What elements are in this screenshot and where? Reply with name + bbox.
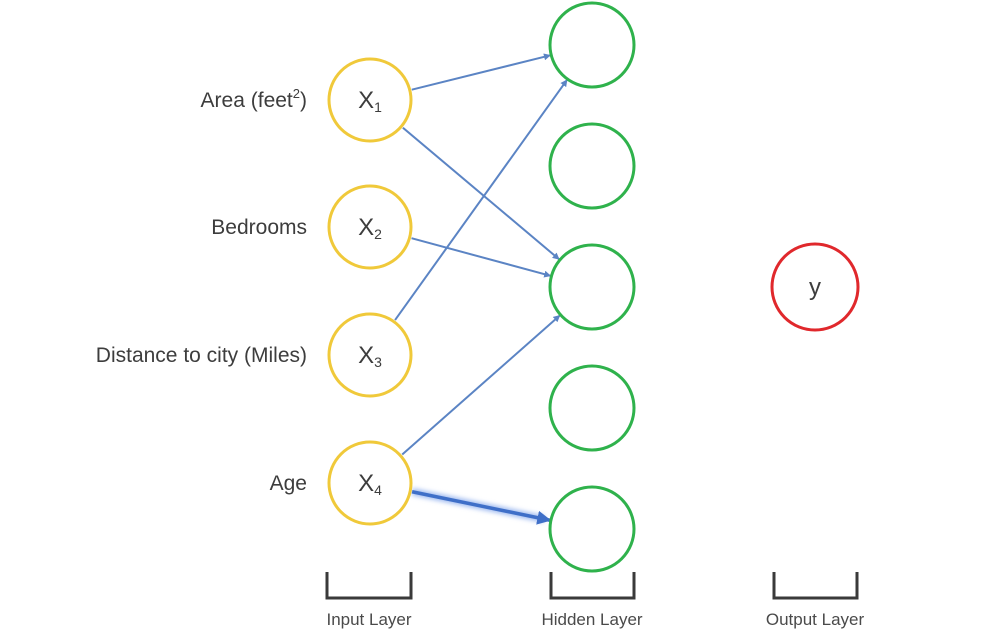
connection-x3-h1 bbox=[394, 79, 568, 321]
hidden-node-5 bbox=[548, 485, 636, 573]
svg-text:X1: X1 bbox=[358, 87, 382, 115]
input-node-x4-subscript: 4 bbox=[374, 482, 382, 498]
input-node-x1: X1 bbox=[327, 57, 413, 143]
output-layer-bracket bbox=[772, 572, 859, 600]
feature-label-distance: Distance to city (Miles) bbox=[96, 344, 307, 367]
connection-x2-h3 bbox=[411, 237, 552, 278]
svg-text:X2: X2 bbox=[358, 214, 382, 242]
input-node-x2-symbol: X bbox=[358, 214, 374, 241]
output-layer-label: Output Layer bbox=[766, 610, 865, 629]
input-layer-bracket bbox=[325, 572, 413, 600]
input-node-x1-symbol: X bbox=[358, 87, 374, 114]
feature-label-area: Area (feet2) bbox=[201, 86, 307, 112]
feature-label-age: Age bbox=[270, 472, 307, 495]
input-node-x1-subscript: 1 bbox=[374, 99, 382, 115]
feature-label-area-superscript: 2 bbox=[293, 86, 300, 101]
input-node-x3-symbol: X bbox=[358, 342, 374, 369]
hidden-node-4 bbox=[548, 364, 636, 452]
hidden-layer-bracket bbox=[549, 572, 636, 600]
input-node-x4-symbol: X bbox=[358, 470, 374, 497]
connection-x1-h3 bbox=[402, 126, 560, 261]
input-node-x3: X3 bbox=[327, 312, 413, 398]
input-node-x2: X2 bbox=[327, 184, 413, 270]
connection-x1-h1 bbox=[411, 53, 551, 91]
input-node-x3-subscript: 3 bbox=[374, 354, 382, 370]
connection-group bbox=[394, 53, 568, 525]
hidden-layer-label: Hidden Layer bbox=[541, 610, 642, 629]
hidden-node-2 bbox=[548, 122, 636, 210]
hidden-node-3 bbox=[548, 243, 636, 331]
input-node-x2-subscript: 2 bbox=[374, 226, 382, 242]
svg-text:X3: X3 bbox=[358, 342, 382, 370]
output-node-y: y bbox=[770, 242, 860, 332]
connection-x4-h5 bbox=[411, 490, 552, 525]
connection-x4-h3 bbox=[401, 314, 561, 456]
output-node-symbol: y bbox=[809, 274, 821, 301]
input-layer-label: Input Layer bbox=[326, 610, 411, 629]
svg-text:X4: X4 bbox=[358, 470, 382, 498]
feature-label-bedrooms: Bedrooms bbox=[211, 216, 307, 239]
hidden-node-1 bbox=[548, 1, 636, 89]
input-node-x4: X4 bbox=[327, 440, 413, 526]
